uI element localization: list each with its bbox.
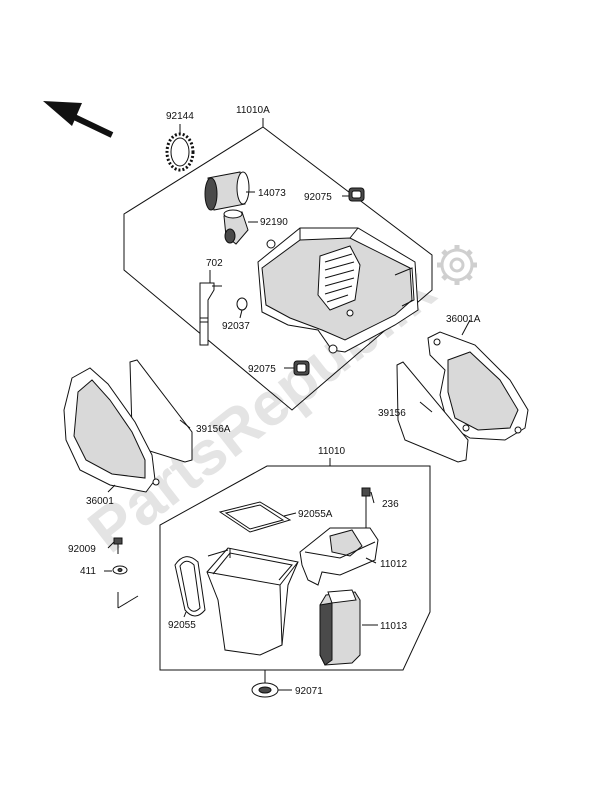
label-11013: 11013 [380,621,408,632]
label-39156: 39156 [378,408,406,419]
part-11010A-air-box [257,227,419,354]
part-411-washer [112,565,128,575]
label-236: 236 [382,499,399,510]
label-92075-bottom: 92075 [248,364,276,375]
label-92071: 92071 [295,686,323,697]
part-14073-duct [204,171,250,211]
part-236-bolt [361,487,371,530]
assembly-box-lower [159,465,431,671]
part-92037-clip [236,297,248,311]
part-92075-grommet-top [348,187,365,202]
label-92144: 92144 [166,111,194,122]
part-92055A-gasket [218,501,292,533]
label-411: 411 [80,566,96,577]
label-92009: 92009 [68,544,96,555]
part-702-hose [199,282,222,346]
label-11010A: 11010A [236,105,270,116]
part-11013-element [319,589,361,666]
part-92144-clamp [165,132,195,172]
label-702: 702 [206,258,223,269]
part-92190-elbow [223,209,249,245]
label-92055A: 92055A [298,509,333,520]
label-92037: 92037 [222,321,250,332]
part-92075-grommet-bottom [293,360,310,376]
reference-line [117,595,139,609]
part-92009-screw [113,537,123,554]
part-92071-grommet [251,682,279,698]
part-11010-case [206,547,299,656]
label-36001: 36001 [86,496,114,507]
part-36001A-cover-right [427,331,529,441]
label-92055: 92055 [168,620,196,631]
part-39156-filter-right [396,361,469,463]
label-11010: 11010 [318,446,346,457]
assembly-box-upper [123,126,433,411]
label-39156A: 39156A [196,424,231,435]
leader-lines [104,118,471,691]
part-92055-o-ring [174,556,206,617]
label-36001A: 36001A [446,314,481,325]
label-14073: 14073 [258,188,286,199]
label-11012: 11012 [380,559,408,570]
gear-icon [437,245,477,285]
part-36001-cover-left [63,367,160,493]
label-92075-top: 92075 [304,192,332,203]
part-11012-housing [299,527,379,586]
arrow-up-left-icon [43,101,114,138]
label-92190: 92190 [260,217,288,228]
